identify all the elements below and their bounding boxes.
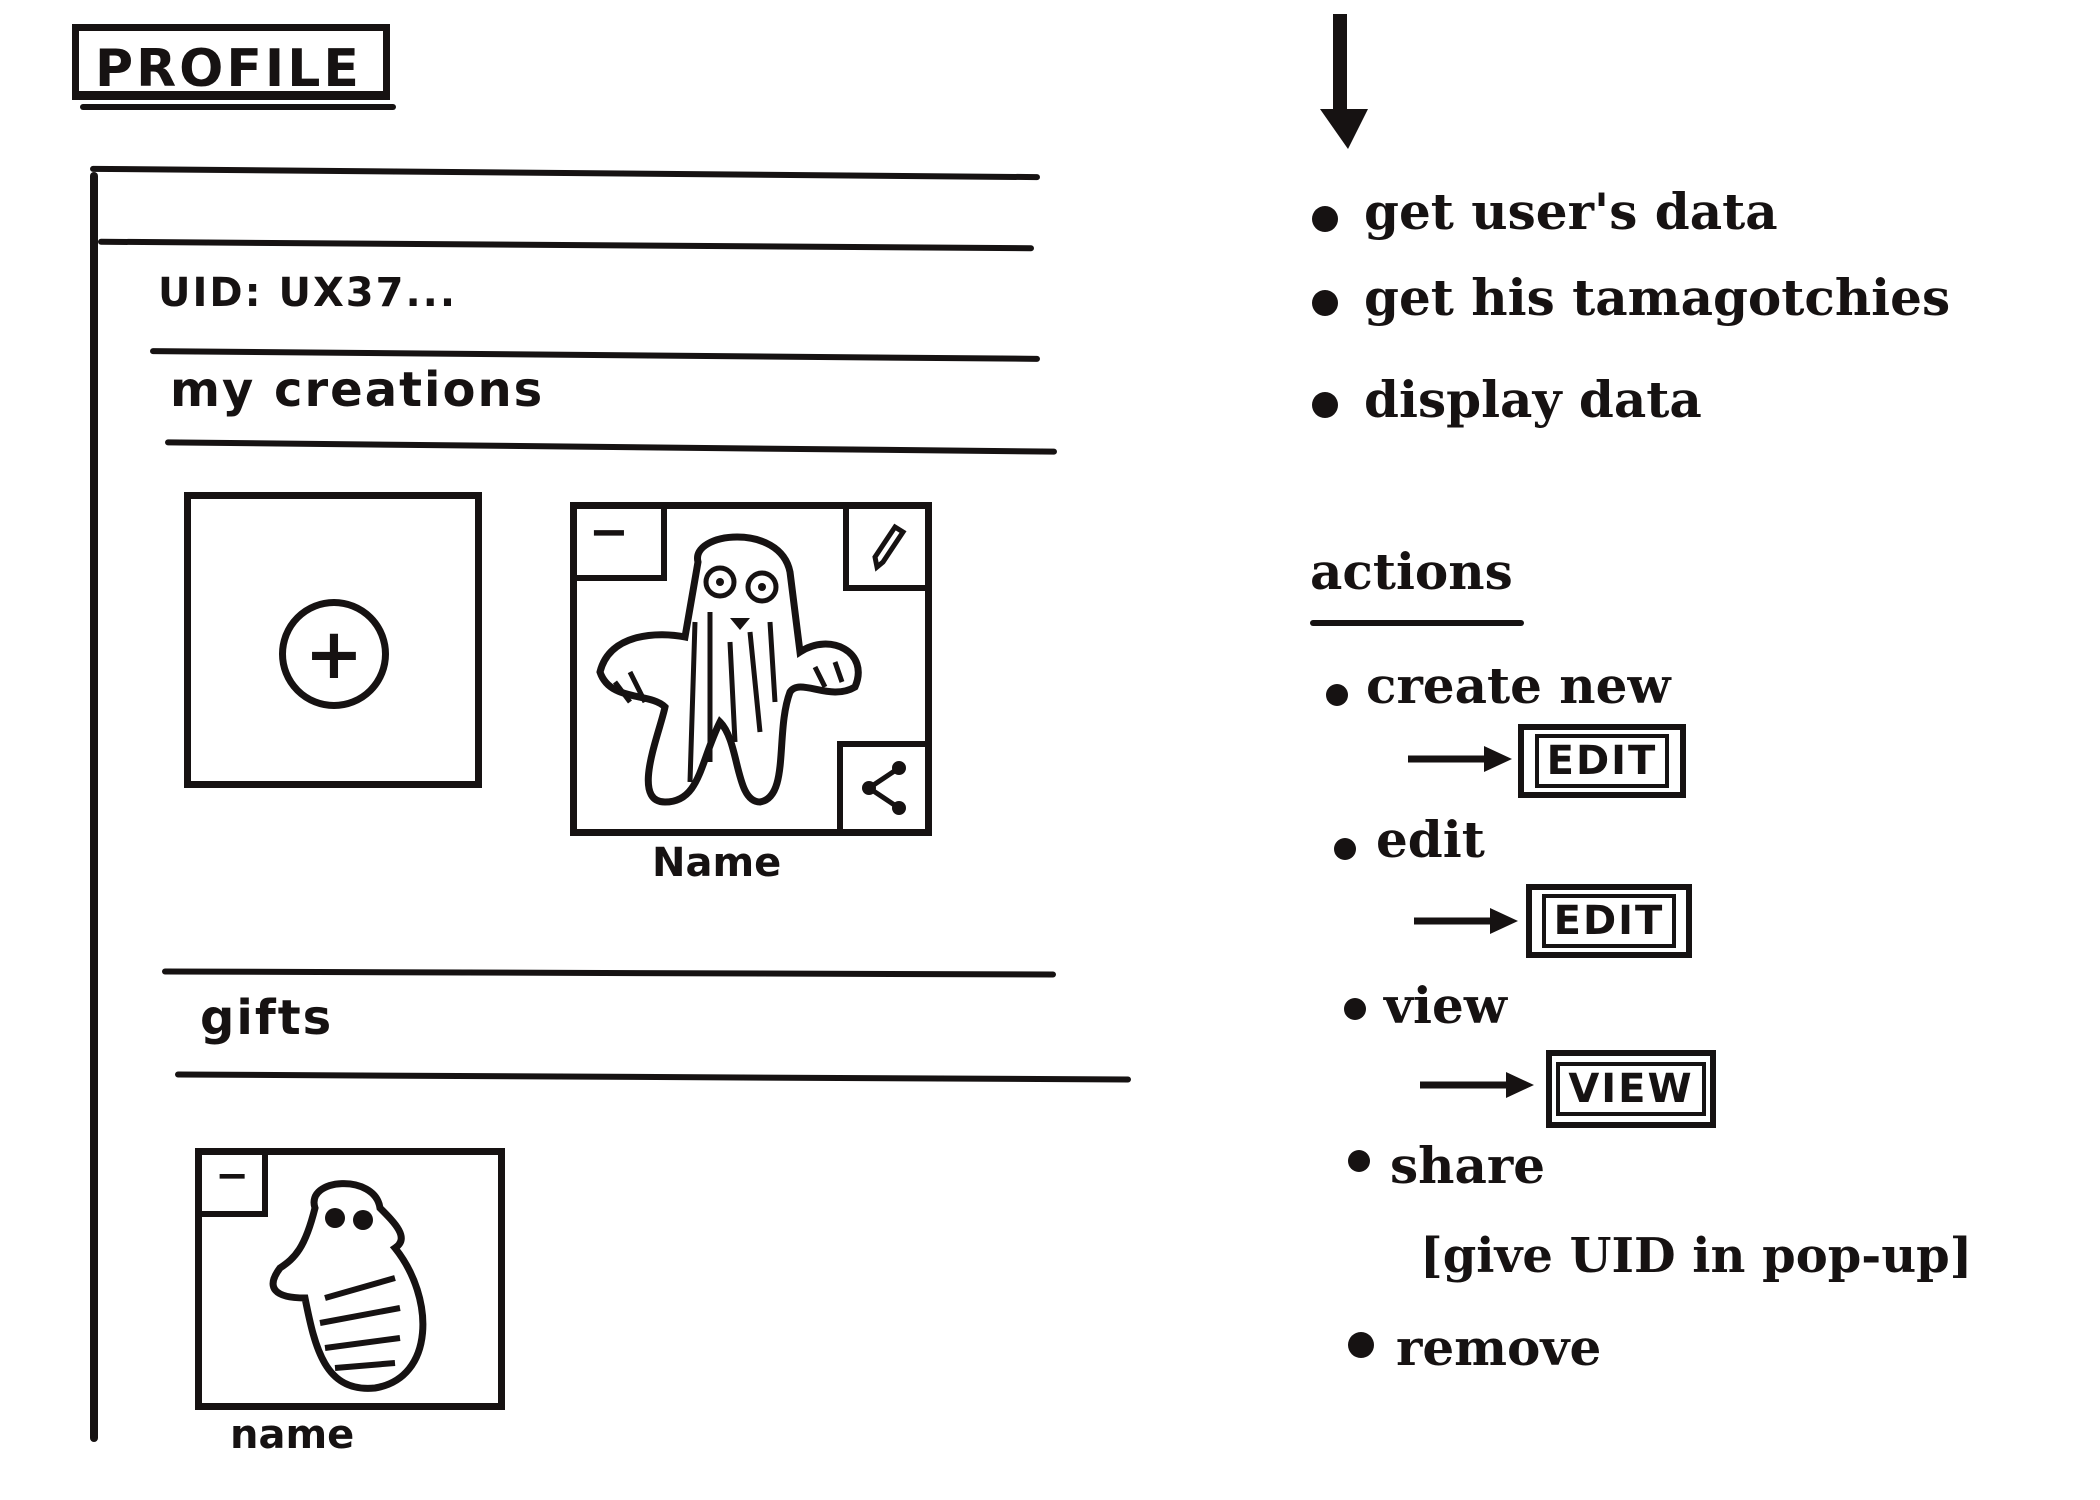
edit-target-label: EDIT (1534, 734, 1670, 788)
arrow-right-icon (1420, 1072, 1534, 1098)
add-creation-button[interactable]: + (279, 599, 389, 709)
plus-icon: + (304, 613, 364, 695)
gifts-divider (174, 1071, 1132, 1083)
arrow-right-icon (1408, 746, 1512, 772)
creature-drawing (596, 533, 862, 806)
bullet-dot (1312, 206, 1338, 232)
bullet-dot (1348, 1150, 1370, 1172)
uid-divider (149, 348, 1041, 362)
uid-label: UID: UX37... (158, 270, 458, 316)
edit-target-button[interactable]: EDIT (1518, 724, 1686, 798)
actions-title: actions (1310, 542, 1513, 601)
creation-card[interactable]: − (570, 502, 932, 836)
creations-divider (164, 439, 1058, 455)
creation-name: Name (652, 840, 782, 886)
action-create-new: create new (1366, 656, 1671, 715)
step-get-tamagotchies: get his tamagotchies (1364, 268, 1951, 327)
page-title: PROFILE (95, 39, 362, 99)
action-view: view (1384, 976, 1507, 1035)
edit-creation-button[interactable] (843, 509, 925, 591)
arrow-right-icon (1414, 908, 1518, 934)
edit-target-button[interactable]: EDIT (1526, 884, 1692, 958)
remove-gift-button[interactable]: − (202, 1153, 268, 1217)
step-get-user-data: get user's data (1364, 182, 1778, 241)
profile-title-box: PROFILE (72, 24, 390, 100)
profile-frame-left-edge (90, 172, 98, 1442)
gifts-top-divider (161, 968, 1057, 978)
gift-creature-drawing (269, 1180, 427, 1392)
share-creation-button[interactable] (837, 741, 925, 829)
actions-underline (1310, 620, 1524, 626)
share-icon (862, 761, 906, 815)
edit-target-label: EDIT (1541, 894, 1677, 948)
step-display-data: display data (1364, 370, 1702, 429)
view-target-button[interactable]: VIEW (1546, 1050, 1716, 1128)
view-target-label: VIEW (1556, 1062, 1706, 1116)
bullet-dot (1312, 290, 1338, 316)
header-bar-line (97, 238, 1035, 252)
gift-name: name (230, 1412, 355, 1458)
title-underline (80, 104, 396, 110)
minus-icon: − (215, 1153, 249, 1199)
bullet-dot (1348, 1332, 1374, 1358)
remove-creation-button[interactable]: − (577, 504, 667, 581)
bullet-dot (1326, 684, 1348, 706)
action-edit: edit (1376, 810, 1485, 869)
down-arrow-icon (1320, 14, 1368, 149)
pencil-icon (872, 523, 907, 572)
gift-card[interactable]: − (195, 1148, 505, 1410)
bullet-dot (1334, 838, 1356, 860)
action-remove: remove (1396, 1318, 1602, 1377)
action-share: share (1390, 1136, 1546, 1195)
my-creations-label: my creations (170, 362, 545, 418)
frame-top-line (89, 165, 1041, 181)
bullet-dot (1312, 392, 1338, 418)
bullet-dot (1344, 998, 1366, 1020)
share-detail: [give UID in pop-up] (1420, 1228, 1973, 1284)
minus-icon: − (588, 504, 630, 560)
gifts-label: gifts (200, 990, 334, 1046)
create-new-card[interactable]: + (184, 492, 482, 788)
